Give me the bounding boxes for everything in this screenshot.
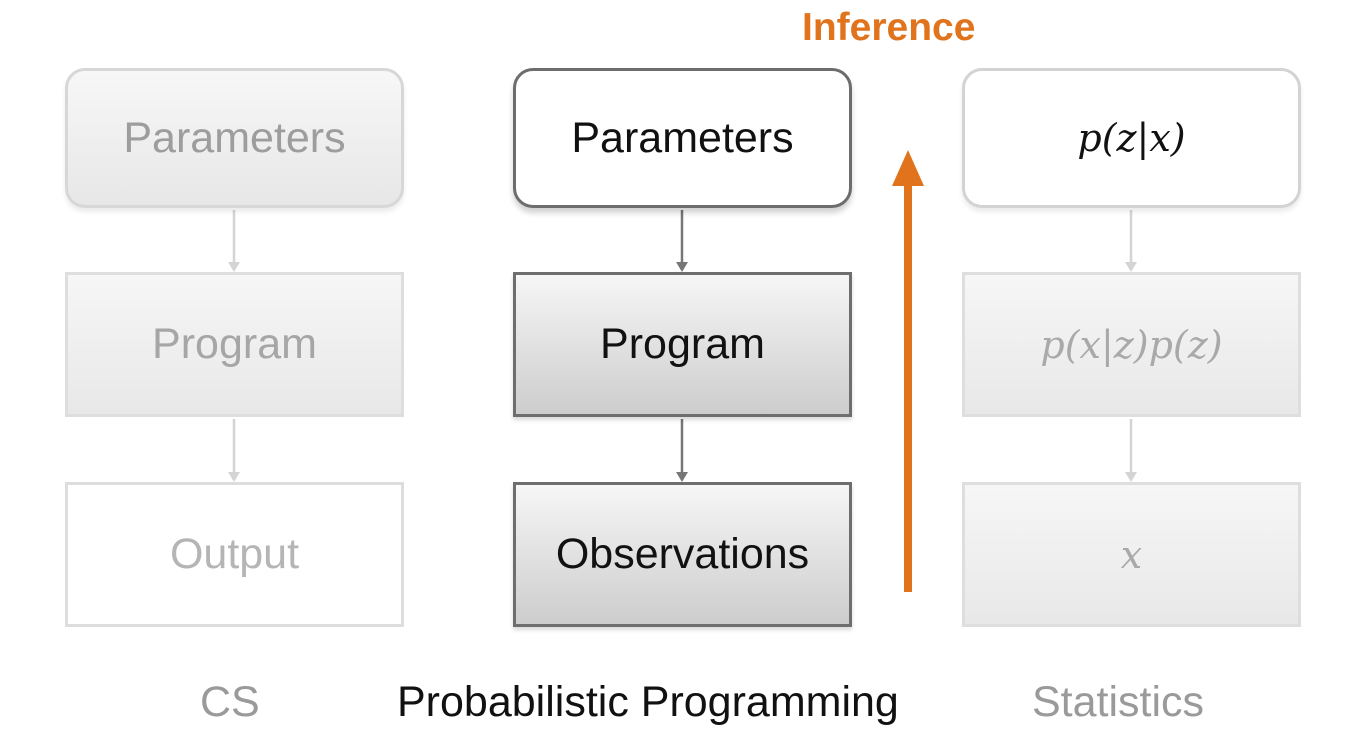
pp-observations-label: Observations: [555, 530, 810, 578]
stats-data-box: x: [962, 482, 1301, 627]
pp-parameters-label: Parameters: [571, 113, 794, 162]
pp-program-label: Program: [600, 320, 765, 368]
stats-joint-formula: p(x|z)p(z): [1040, 322, 1223, 367]
st-arrowhead-1: [1125, 262, 1137, 272]
pp-parameters-box: Parameters: [513, 68, 852, 208]
pp-arrowhead-1: [676, 262, 688, 272]
inference-label: Inference: [802, 6, 976, 49]
stats-joint-box: p(x|z)p(z): [962, 272, 1301, 417]
cs-column-label: CS: [200, 678, 260, 726]
stats-column-label: Statistics: [1032, 678, 1205, 726]
pp-observations-box: Observations: [513, 482, 852, 627]
stats-posterior-box: p(z|x): [962, 68, 1301, 208]
stats-data-formula: x: [1120, 532, 1143, 577]
cs-arrowhead-2: [228, 472, 240, 482]
inference-arrowhead: [892, 150, 924, 186]
pp-program-box: Program: [513, 272, 852, 417]
cs-program-box: Program: [65, 272, 404, 417]
pp-column-label: Probabilistic Programming: [397, 678, 899, 726]
cs-output-box: Output: [65, 482, 404, 627]
cs-parameters-label: Parameters: [123, 113, 346, 162]
cs-parameters-box: Parameters: [65, 68, 404, 208]
cs-program-label: Program: [152, 320, 317, 368]
cs-arrowhead-1: [228, 262, 240, 272]
pp-arrowhead-2: [676, 472, 688, 482]
cs-output-label: Output: [169, 530, 300, 578]
st-arrowhead-2: [1125, 472, 1137, 482]
stats-posterior-formula: p(z|x): [1077, 116, 1186, 160]
